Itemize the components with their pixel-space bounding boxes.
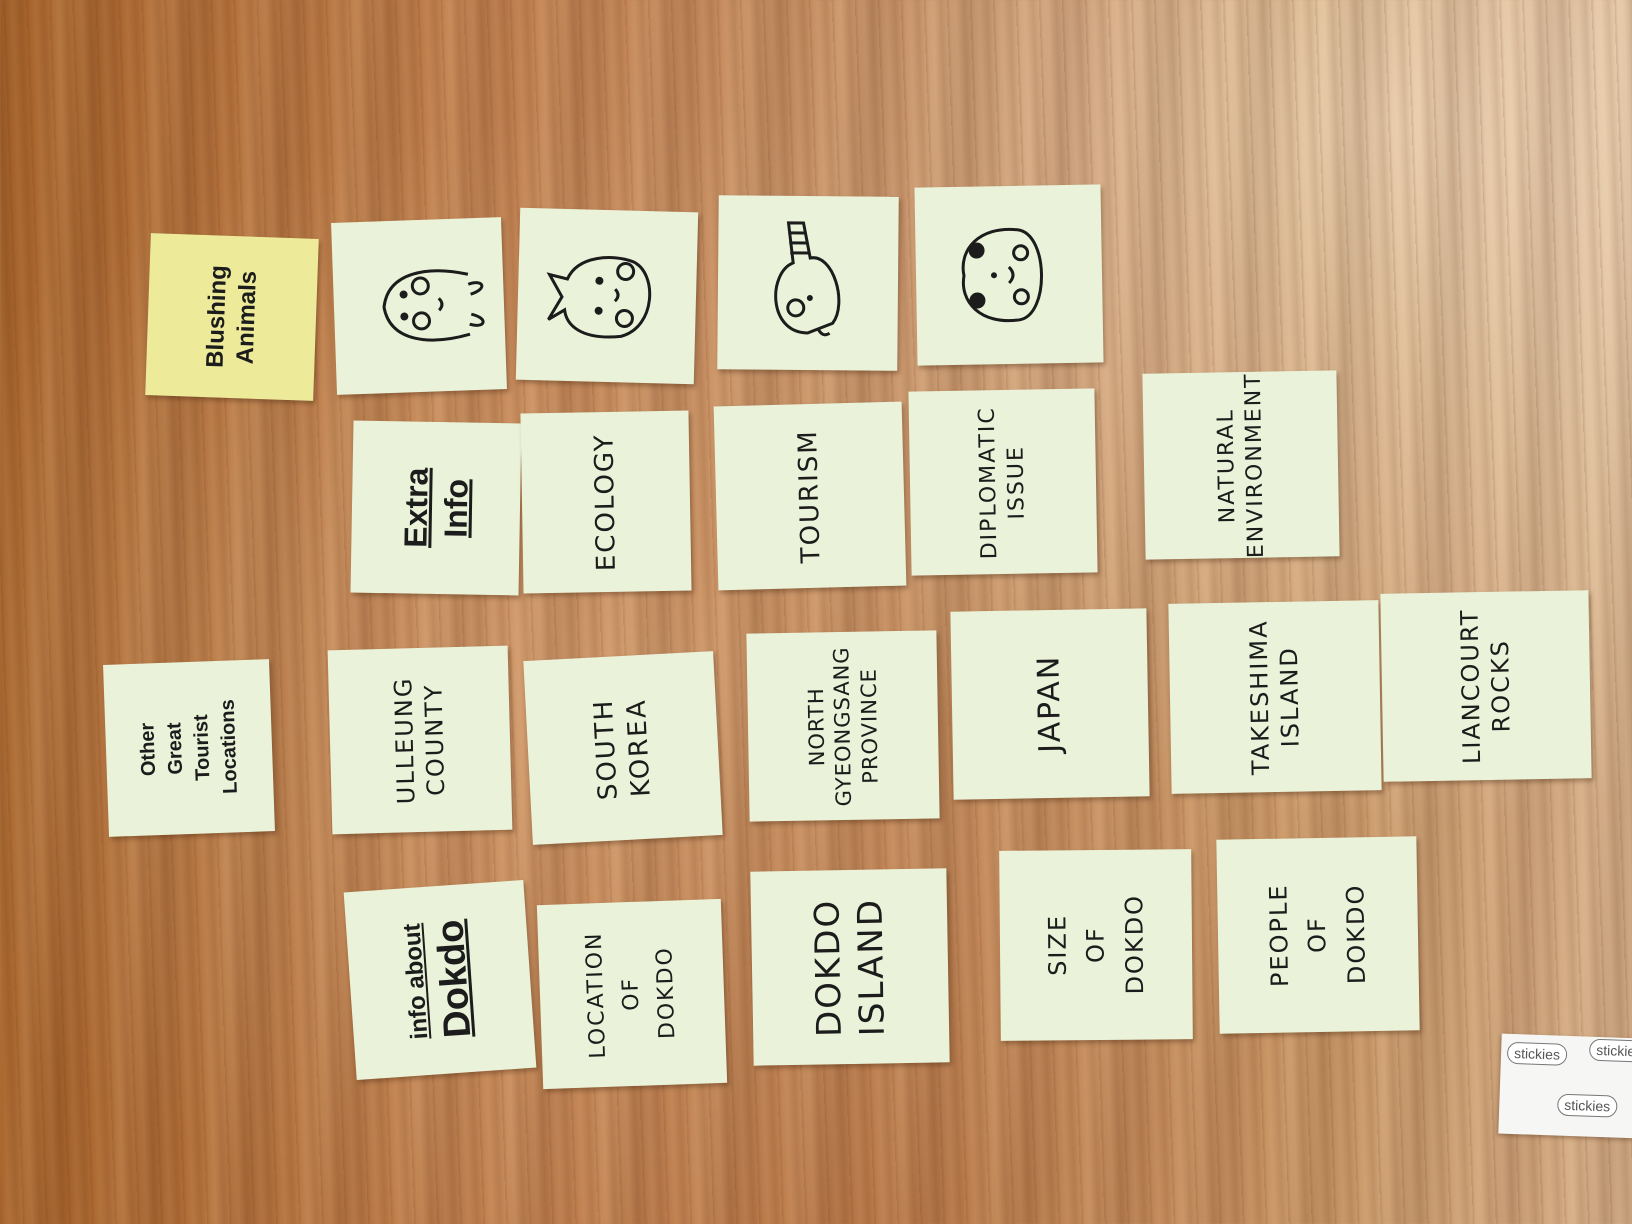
sticky-note-extra-info: Extra Info — [350, 420, 522, 596]
cat-drawing-icon — [546, 256, 652, 339]
sticky-note-size-of-dokdo: SIZE OF DOKDO — [999, 849, 1193, 1041]
sticky-note-cat — [515, 207, 699, 385]
sticky-note-japan: JAPAN — [950, 608, 1150, 800]
frog-drawing-icon — [961, 227, 1043, 323]
people-of-dokdo-label: PEOPLE OF DOKDO — [1264, 883, 1372, 988]
other-locations-header: Other Great Tourist Locations — [136, 699, 242, 795]
sticky-note-liancourt-rocks: LIANCOURT ROCKS — [1380, 590, 1592, 782]
sticky-note-rabbit — [331, 217, 507, 395]
natural-environment-label: NATURAL ENVIRONMENT — [1213, 371, 1269, 558]
giraffe-drawing-icon — [774, 221, 841, 337]
sticky-note-frog — [914, 184, 1104, 366]
location-of-dokdo-label: LOCATION OF DOKDO — [582, 931, 682, 1060]
sticky-note-ecology: ECOLOGY — [520, 410, 692, 594]
size-of-dokdo-label: SIZE OF DOKDO — [1043, 894, 1149, 996]
sticky-note-natural-environment: NATURAL ENVIRONMENT — [1142, 370, 1340, 560]
north-gyeongsang-label: NORTH GYEONGSANG PROVINCE — [803, 645, 883, 807]
dokdo-label: Dokdo — [429, 918, 480, 1040]
sticky-note-info-about-dokdo: info about Dokdo — [343, 879, 537, 1081]
sticky-note-location-of-dokdo: LOCATION OF DOKDO — [536, 898, 728, 1090]
tourism-label: TOURISM — [792, 428, 827, 564]
sticky-note-diplomatic-issue: DIPLOMATIC ISSUE — [908, 388, 1098, 576]
sticky-note-south-korea: SOUTH KOREA — [523, 651, 723, 845]
sticky-note-other-locations: Other Great Tourist Locations — [103, 659, 275, 837]
sticky-note-ulleung-county: ULLEUNG COUNTY — [327, 645, 513, 835]
liancourt-rocks-label: LIANCOURT ROCKS — [1455, 608, 1516, 765]
sticky-note-people-of-dokdo: PEOPLE OF DOKDO — [1216, 836, 1420, 1034]
south-korea-label: SOUTH KOREA — [588, 697, 657, 801]
rabbit-drawing-icon — [382, 269, 485, 342]
stickies-logo: stickies — [1588, 1038, 1632, 1063]
sticky-note-tourism: TOURISM — [713, 401, 907, 591]
diplomatic-issue-label: DIPLOMATIC ISSUE — [975, 405, 1030, 560]
sticky-note-north-gyeongsang: NORTH GYEONGSANG PROVINCE — [746, 630, 940, 822]
extra-info-header: Extra Info — [397, 467, 475, 548]
stickies-pad: stickies stickies stickies — [1498, 1033, 1632, 1139]
sticky-note-dokdo-island: DOKDO ISLAND — [750, 868, 950, 1066]
japan-label: JAPAN — [1031, 654, 1069, 754]
sticky-note-giraffe — [717, 195, 899, 371]
stickies-logo: stickies — [1556, 1093, 1618, 1118]
blushing-animals-label: Blushing Animals — [201, 264, 262, 369]
info-about-dokdo-header: info about Dokdo — [397, 918, 483, 1041]
sticky-note-takeshima-island: TAKESHIMA ISLAND — [1168, 600, 1382, 794]
stickies-logo: stickies — [1506, 1041, 1568, 1066]
ulleung-county-label: ULLEUNG COUNTY — [389, 676, 451, 805]
takeshima-island-label: TAKESHIMA ISLAND — [1244, 619, 1305, 776]
ecology-label: ECOLOGY — [589, 432, 622, 572]
dokdo-island-label: DOKDO ISLAND — [807, 897, 893, 1037]
sticky-note-blushing-animals: Blushing Animals — [145, 233, 319, 401]
